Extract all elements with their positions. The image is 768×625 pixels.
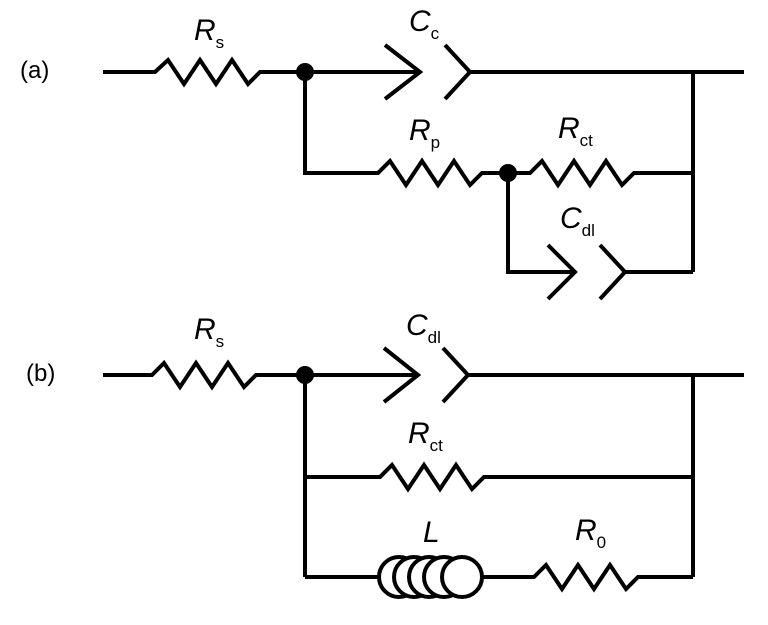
circuit-a-label-rs: Rs [194, 14, 224, 52]
circuit-b-r0-resistor [482, 561, 693, 593]
circuit-b-inductor-coil [377, 555, 484, 599]
circuit-a-cc-plate-left [383, 43, 424, 101]
circuit-b-junction [296, 366, 314, 384]
circuit-b: (b) Rs Cdl Rct L R0 [26, 309, 744, 599]
panel-label-b: (b) [26, 360, 55, 387]
circuit-b-label-cdl: Cdl [406, 309, 441, 347]
circuit-a-rp-resistor [303, 72, 508, 189]
circuit-a-junction-2 [499, 164, 517, 182]
circuit-b-label-rs: Rs [194, 313, 224, 351]
circuit-b-rct-resistor [305, 461, 693, 493]
panel-label-a: (a) [20, 57, 49, 84]
circuit-a-junction-1 [296, 63, 314, 81]
circuit-a: (a) Rs Cc Rp Rct Cdl [20, 5, 744, 301]
circuit-a-label-cdl: Cdl [560, 202, 595, 240]
circuit-b-label-l: L [423, 516, 440, 549]
circuit-a-cdl-wire-left [506, 173, 575, 274]
circuit-b-label-rct: Rct [408, 417, 443, 455]
circuit-a-label-rp: Rp [409, 114, 440, 152]
circuit-a-label-rct: Rct [558, 112, 593, 150]
circuit-b-label-r0: R0 [575, 514, 606, 552]
circuit-a-rs-resistor [103, 56, 305, 88]
circuit-a-rct-resistor [508, 157, 693, 189]
circuit-a-cdl-plate-left [546, 243, 578, 301]
circuit-a-cc-plate-right [443, 43, 473, 101]
circuit-b-cdl-plate-right [441, 346, 471, 404]
circuit-b-cdl-plate-left [382, 346, 422, 404]
circuit-b-rs-resistor [103, 359, 305, 391]
circuit-a-label-cc: Cc [409, 5, 440, 43]
circuit-a-cdl-plate-right [598, 243, 628, 301]
